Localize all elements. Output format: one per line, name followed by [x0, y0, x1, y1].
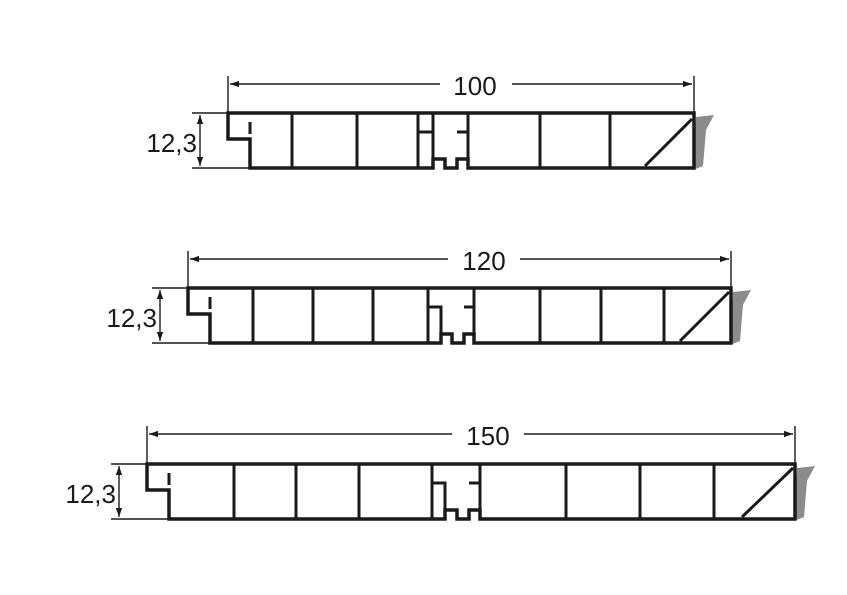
center-connector — [430, 464, 482, 519]
height-label: 12,3 — [106, 303, 157, 333]
label-background — [448, 243, 520, 275]
shadow-edge — [794, 466, 815, 521]
diagonal-end — [678, 290, 731, 343]
label-background — [452, 418, 524, 450]
width-label: 120 — [462, 246, 505, 276]
diagonal-end — [643, 117, 694, 168]
profile-outline — [145, 462, 797, 521]
profile-150: 150 12,3 — [65, 418, 815, 521]
center-connector — [418, 113, 470, 159]
profile-outline — [226, 111, 696, 170]
label-background — [440, 68, 512, 100]
cell-walls — [290, 113, 612, 168]
cell-walls — [232, 464, 716, 519]
width-label: 150 — [466, 421, 509, 451]
profile-120: 120 12,3 — [106, 243, 751, 345]
shadow-edge — [693, 115, 714, 170]
height-label: 12,3 — [146, 128, 197, 158]
width-label: 100 — [453, 71, 496, 101]
shadow-edge — [730, 290, 751, 345]
cell-walls — [251, 288, 666, 343]
height-label: 12,3 — [65, 479, 116, 509]
center-connector — [426, 288, 476, 343]
diagonal-end — [740, 466, 795, 519]
profile-outline — [186, 286, 733, 345]
profile-100: 100 12,3 — [146, 68, 714, 170]
